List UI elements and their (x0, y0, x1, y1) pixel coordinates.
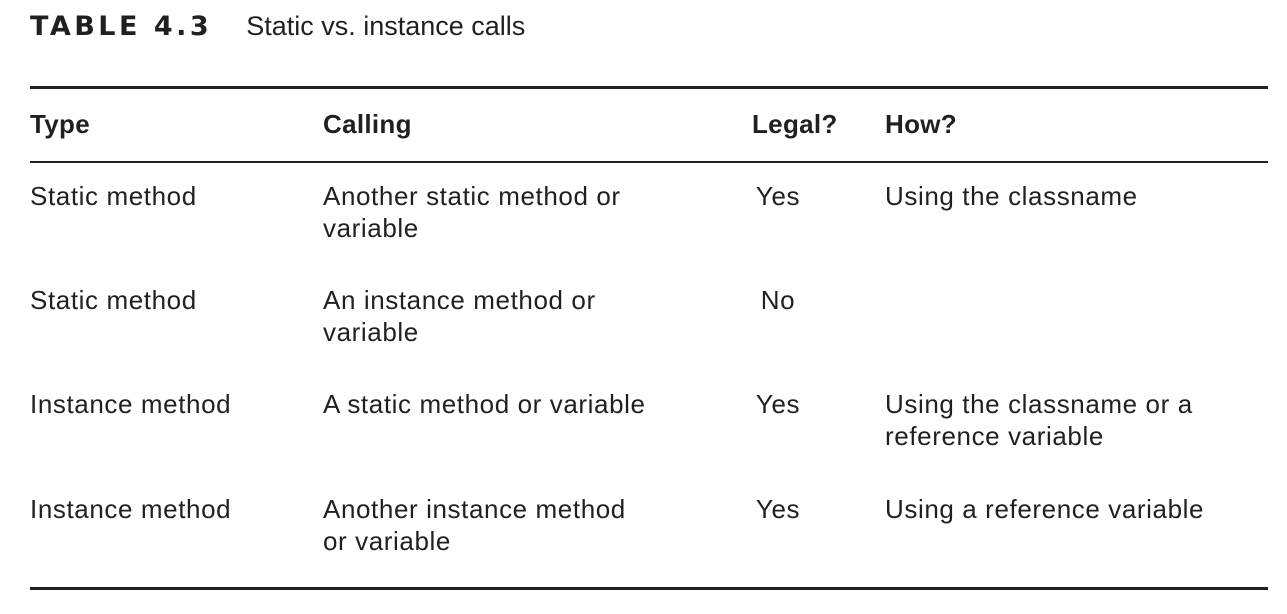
cell-calling-line: or variable (323, 526, 451, 556)
cell-calling: Another instance method or variable (323, 493, 703, 557)
cell-calling-line: variable (323, 213, 419, 243)
cell-calling-line: A static method or variable (323, 389, 646, 419)
cell-type: Static method (30, 285, 197, 315)
cell-how: Using the classname or a reference varia… (885, 388, 1265, 452)
cell-calling: A static method or variable (323, 388, 703, 420)
header-type: Type (30, 109, 90, 139)
header-how: How? (885, 109, 957, 139)
cell-how: Using the classname (885, 180, 1265, 212)
header-rule (30, 161, 1268, 163)
cell-legal: Yes (755, 389, 801, 419)
cell-type: Instance method (30, 389, 232, 419)
table-number: TABLE 4.3 (30, 10, 213, 42)
cell-type: Static method (30, 181, 197, 211)
cell-legal: Yes (755, 494, 801, 524)
header-calling: Calling (323, 109, 412, 139)
cell-calling-line: An instance method or (323, 285, 596, 315)
table-caption: TABLE 4.3 Static vs. instance calls (30, 8, 525, 44)
cell-how-line: Using a reference variable (885, 494, 1205, 524)
cell-legal: Yes (755, 181, 801, 211)
cell-calling-line: variable (323, 317, 419, 347)
cell-calling-line: Another instance method (323, 494, 626, 524)
table-title: Static vs. instance calls (246, 10, 526, 41)
cell-calling: An instance method or variable (323, 284, 703, 348)
cell-how: Using a reference variable (885, 493, 1265, 525)
cell-calling: Another static method or variable (323, 180, 703, 244)
cell-calling-line: Another static method or (323, 181, 621, 211)
cell-type: Instance method (30, 494, 232, 524)
cell-how-line: Using the classname (885, 181, 1138, 211)
header-legal: Legal? (752, 109, 838, 139)
top-rule (30, 86, 1268, 89)
cell-how-line: reference variable (885, 421, 1104, 451)
bottom-rule (30, 587, 1268, 590)
cell-legal: No (760, 285, 796, 315)
cell-how-line: Using the classname or a (885, 389, 1193, 419)
